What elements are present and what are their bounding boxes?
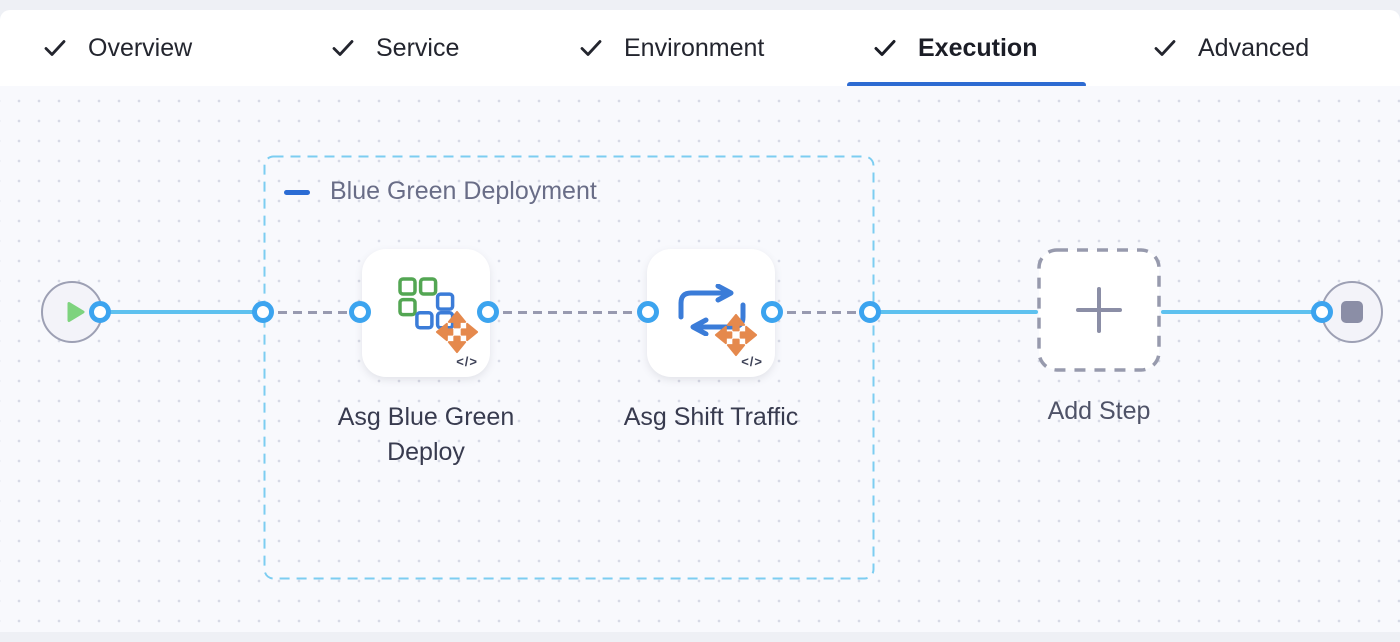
tab-execution[interactable]: Execution	[872, 10, 1037, 86]
stop-icon	[1341, 301, 1363, 323]
connector-start-to-group	[100, 310, 263, 314]
group-collapse-button[interactable]	[284, 178, 316, 206]
step-card-asg-blue-green-deploy[interactable]: </>	[362, 249, 490, 377]
code-badge-icon: </>	[456, 354, 478, 369]
pipeline-end-node	[1321, 281, 1383, 343]
check-icon	[874, 40, 896, 56]
step-card-asg-shift-traffic[interactable]: </>	[647, 249, 775, 377]
connector-step1-to-step2	[488, 311, 648, 314]
port-group-in[interactable]	[252, 301, 274, 323]
pipeline-start-node	[41, 281, 103, 343]
step-group-label[interactable]: Blue Green Deployment	[330, 177, 597, 205]
connector-group-to-addstep	[870, 310, 1038, 314]
tab-label: Advanced	[1198, 33, 1310, 62]
connector-addstep-to-end	[1161, 310, 1322, 314]
port-step1-out[interactable]	[477, 301, 499, 323]
port-step2-in[interactable]	[637, 301, 659, 323]
port-end-in[interactable]	[1311, 301, 1333, 323]
step-label-asg-shift-traffic: Asg Shift Traffic	[623, 403, 799, 431]
port-step2-out[interactable]	[761, 301, 783, 323]
connector-step2-to-group	[772, 311, 870, 314]
check-icon	[332, 40, 354, 56]
tab-overview[interactable]: Overview	[42, 10, 192, 86]
add-step-label: Add Step	[1047, 397, 1151, 425]
plus-icon	[1076, 287, 1122, 333]
move-arrows-icon	[435, 310, 479, 354]
minus-icon	[284, 189, 310, 195]
tab-label: Execution	[918, 33, 1038, 62]
play-icon	[67, 302, 84, 322]
move-arrows-icon	[714, 313, 758, 357]
step-group-border	[263, 155, 875, 580]
code-badge-icon: </>	[741, 354, 763, 369]
pipeline-canvas[interactable]: Blue Green Deployment	[0, 86, 1400, 632]
tab-label: Service	[376, 33, 460, 62]
step-label-asg-blue-green-deploy: Asg Blue Green Deploy	[337, 403, 515, 466]
check-icon	[580, 40, 602, 56]
tab-label: Environment	[624, 33, 765, 62]
port-group-out[interactable]	[859, 301, 881, 323]
check-icon	[44, 40, 66, 56]
tab-environment[interactable]: Environment	[578, 10, 764, 86]
connector-group-to-step1	[263, 311, 360, 314]
tab-advanced[interactable]: Advanced	[1152, 10, 1309, 86]
tab-service[interactable]: Service	[330, 10, 459, 86]
port-step1-in[interactable]	[349, 301, 371, 323]
check-icon	[1154, 40, 1176, 56]
tab-label: Overview	[88, 33, 193, 62]
add-step-button[interactable]	[1037, 248, 1161, 372]
asg-deploy-icon	[398, 277, 455, 330]
stage-tabs-bar: Overview Service Environment Execution A…	[0, 10, 1400, 88]
port-start-out[interactable]	[89, 301, 111, 323]
active-tab-indicator	[847, 82, 1086, 88]
